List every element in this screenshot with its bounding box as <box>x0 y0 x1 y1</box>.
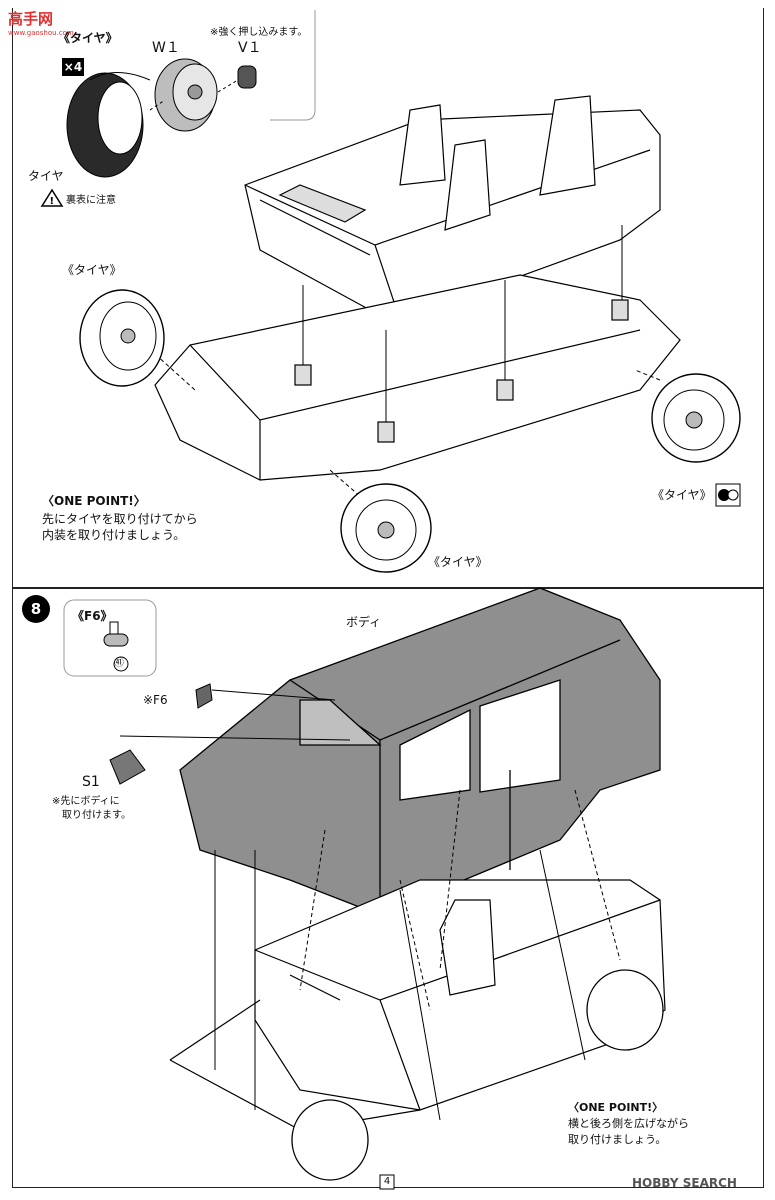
f6-part-small-icon <box>195 683 336 709</box>
step7-one-point-title: 〈ONE POINT!〉 <box>42 494 146 508</box>
warning-note: 裏表に注意 <box>66 195 116 206</box>
page-number-box <box>379 1174 395 1190</box>
both-sides-marker-icon <box>715 483 741 507</box>
car-body-illustration <box>179 587 661 916</box>
step-number-circle <box>22 595 50 623</box>
part-v1-label: V１ <box>238 40 262 56</box>
f6-label: ※F6 <box>143 693 168 707</box>
body-label: ボディ <box>346 615 382 629</box>
hobby-search-watermark: HOBBY SEARCH <box>632 1176 737 1190</box>
wheel-right-front <box>340 483 432 573</box>
svg-text:!: ! <box>50 196 55 207</box>
tire-box-title: 《タイヤ》 <box>58 31 118 45</box>
tire-label-left: 《タイヤ》 <box>62 263 122 277</box>
step7-one-point-line2: 内装を取り付けましょう。 <box>42 528 186 542</box>
step8-one-point-line1: 横と後ろ側を広げながら <box>568 1117 689 1130</box>
s1-label: S1 <box>82 774 100 790</box>
page-number: 4 <box>383 1176 391 1187</box>
step7-frame <box>12 8 764 588</box>
wheel-rear-lower <box>586 969 664 1051</box>
step8-leader-lines <box>214 849 586 1121</box>
step8-one-point-title: 〈ONE POINT!〉 <box>568 1101 664 1114</box>
interior-tub-illustration <box>244 95 661 321</box>
s1-part-icon <box>109 735 351 785</box>
wheel-left-rear <box>79 289 165 387</box>
tire-label-right: 《タイヤ》 <box>652 488 712 502</box>
s1-note-line2: 取り付けます。 <box>62 810 131 821</box>
tire-exploded-illustration <box>66 58 257 178</box>
lower-assembly-illustration <box>169 879 666 1131</box>
f6-part-icon <box>103 621 129 672</box>
tire-label-front: 《タイヤ》 <box>428 555 488 569</box>
chassis-illustration <box>154 274 681 481</box>
gaoshou-logo: 高手网 www.gaoshou.com <box>8 10 74 37</box>
step8-guide-lines <box>299 789 621 1011</box>
tire-label: タイヤ <box>28 169 64 183</box>
f6-box-number: ㊶ <box>114 658 124 669</box>
f6-box-title: 《F6》 <box>72 609 113 623</box>
step7-one-point-line1: 先にタイヤを取り付けてから <box>42 512 198 526</box>
wheel-right-rear <box>651 373 741 463</box>
s1-note-line1: ※先にボディに <box>52 796 120 807</box>
part-w1-label: W１ <box>152 40 180 56</box>
step8-one-point-line2: 取り付けましょう。 <box>568 1133 667 1146</box>
warning-icon: ! <box>40 188 64 207</box>
multiplier-badge: ×4 <box>62 58 84 76</box>
step-number: 8 <box>30 600 42 618</box>
push-note: ※強く押し込みます。 <box>210 27 308 38</box>
wheel-front-lower <box>291 1099 369 1181</box>
